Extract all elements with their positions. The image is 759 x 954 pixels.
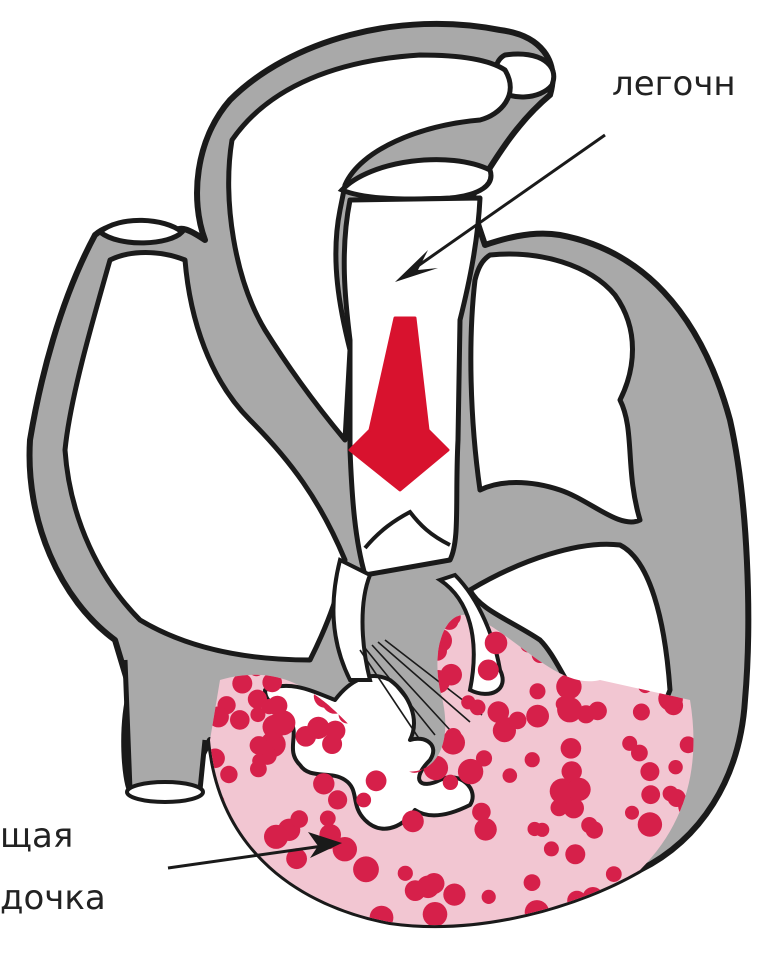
- blood-dot: [209, 836, 228, 855]
- blood-dot: [503, 768, 518, 783]
- blood-dot: [525, 752, 540, 767]
- blood-dot: [606, 866, 622, 882]
- blood-dot: [252, 754, 266, 768]
- blood-dot: [264, 825, 288, 849]
- inferior-vena-cava-opening: [127, 782, 203, 802]
- blood-dot: [641, 785, 660, 804]
- blood-dot: [631, 899, 650, 918]
- blood-dot: [206, 907, 227, 928]
- blood-dot: [220, 766, 237, 783]
- blood-dot: [405, 880, 426, 901]
- blood-dot: [315, 720, 329, 734]
- blood-dot: [328, 790, 347, 809]
- blood-dot: [625, 806, 639, 820]
- blood-dot: [398, 866, 413, 881]
- vena-cava-opening: [100, 220, 182, 243]
- blood-dot: [250, 736, 269, 755]
- blood-dot: [230, 710, 250, 730]
- blood-dot: [366, 770, 387, 791]
- blood-dot: [356, 793, 371, 808]
- blood-dot: [458, 759, 483, 784]
- blood-dot: [428, 874, 443, 889]
- blood-dot: [528, 822, 542, 836]
- blood-dot: [544, 841, 559, 856]
- blood-dot: [443, 734, 464, 755]
- blood-dot: [443, 884, 465, 906]
- label-pulmonary: легочн: [612, 64, 736, 104]
- blood-dot: [461, 695, 475, 709]
- blood-dot: [663, 786, 679, 802]
- blood-dot: [443, 775, 458, 790]
- label-ventricle-line1: щая: [0, 816, 73, 856]
- blood-dot: [668, 889, 692, 913]
- blood-dot: [565, 844, 585, 864]
- blood-dot: [353, 856, 379, 882]
- blood-dot: [205, 749, 225, 769]
- blood-dot: [681, 864, 704, 887]
- blood-dot: [242, 875, 263, 896]
- blood-dot: [561, 738, 582, 759]
- blood-dot: [370, 906, 394, 930]
- blood-dot: [530, 683, 546, 699]
- blood-dot: [482, 890, 496, 904]
- blood-dot: [633, 704, 650, 721]
- blood-dot: [568, 778, 591, 801]
- blood-dot: [640, 762, 659, 781]
- blood-dot: [509, 712, 527, 730]
- label-ventricle-line2: дочка: [0, 878, 106, 918]
- left-atrium-chamber: [471, 254, 640, 522]
- blood-dot: [474, 818, 496, 840]
- blood-dot: [402, 810, 424, 832]
- blood-dot: [267, 696, 287, 716]
- blood-dot: [668, 760, 682, 774]
- blood-dot: [638, 812, 662, 836]
- blood-dot: [478, 660, 499, 681]
- blood-dot: [281, 888, 302, 909]
- blood-dot: [245, 893, 262, 910]
- blood-dot: [488, 701, 510, 723]
- blood-dot: [526, 705, 549, 728]
- blood-dot: [320, 811, 336, 827]
- blood-dot: [485, 632, 508, 655]
- blood-dot: [262, 881, 284, 903]
- blood-dot: [556, 697, 570, 711]
- blood-dot: [622, 736, 637, 751]
- blood-dot: [313, 773, 334, 794]
- blood-dot: [423, 902, 448, 927]
- blood-dot: [232, 674, 252, 694]
- blood-dot: [588, 702, 607, 721]
- blood-dot: [290, 810, 308, 828]
- blood-dot: [226, 892, 252, 918]
- blood-dot: [671, 882, 688, 899]
- blood-dot: [581, 817, 597, 833]
- blood-dot: [524, 874, 541, 891]
